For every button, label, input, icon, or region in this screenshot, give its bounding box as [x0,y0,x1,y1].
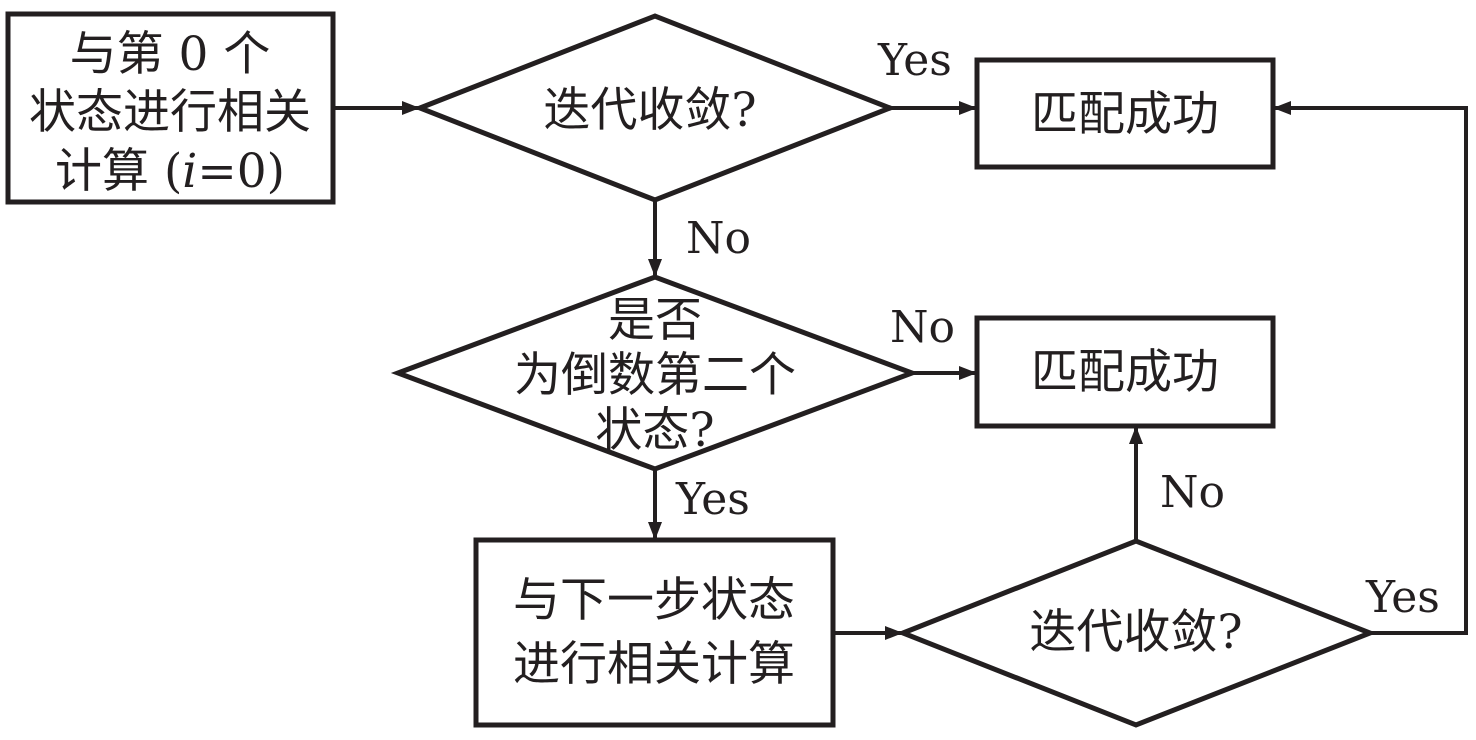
node-converge-1-diamond: 迭代收敛? [413,13,897,203]
edge-label-converge-2-no: No [1160,467,1225,518]
edge-label-converge-1-no: No [686,213,751,264]
node-start-line-1: 与第 0 个 [70,27,271,82]
node-next-step-line-1: 与下一步状态 [513,573,795,628]
node-next-step-box: 与下一步状态 进行相关计算 [473,537,836,728]
node-second-last-diamond: 是否 为倒数第二个 状态? [390,274,920,472]
node-converge-2-label: 迭代收敛? [1029,605,1242,660]
node-next-step-line-2: 进行相关计算 [513,637,795,692]
node-second-last-line-2: 为倒数第二个 [514,348,796,403]
node-converge-1-label: 迭代收敛? [543,83,756,138]
node-start-line-3-suffix: =0) [197,144,285,199]
node-second-last-line-3: 状态? [595,403,714,458]
node-success-1-label: 匹配成功 [1031,87,1219,142]
node-start-box: 与第 0 个 状态进行相关 计算 (i=0) [5,11,336,205]
node-converge-2-diamond: 迭代收敛? [896,538,1377,728]
edge-converge-2-yes [1273,101,1468,635]
node-success-1-box: 匹配成功 [974,57,1276,170]
node-start-line-3-prefix: 计算 ( [55,144,182,199]
node-success-2-label: 匹配成功 [1031,345,1219,400]
edge-label-second-last-yes: Yes [675,474,750,525]
edge-label-converge-1-yes: Yes [877,35,952,86]
node-success-2-box: 匹配成功 [974,315,1276,429]
node-start-line-3: 计算 (i=0) [55,144,285,199]
node-start-variable: i [182,144,197,199]
edge-label-second-last-no: No [890,302,955,353]
node-start-line-2: 状态进行相关 [29,85,311,140]
node-second-last-line-1: 是否 [608,293,702,348]
edge-label-converge-2-yes: Yes [1365,572,1440,623]
